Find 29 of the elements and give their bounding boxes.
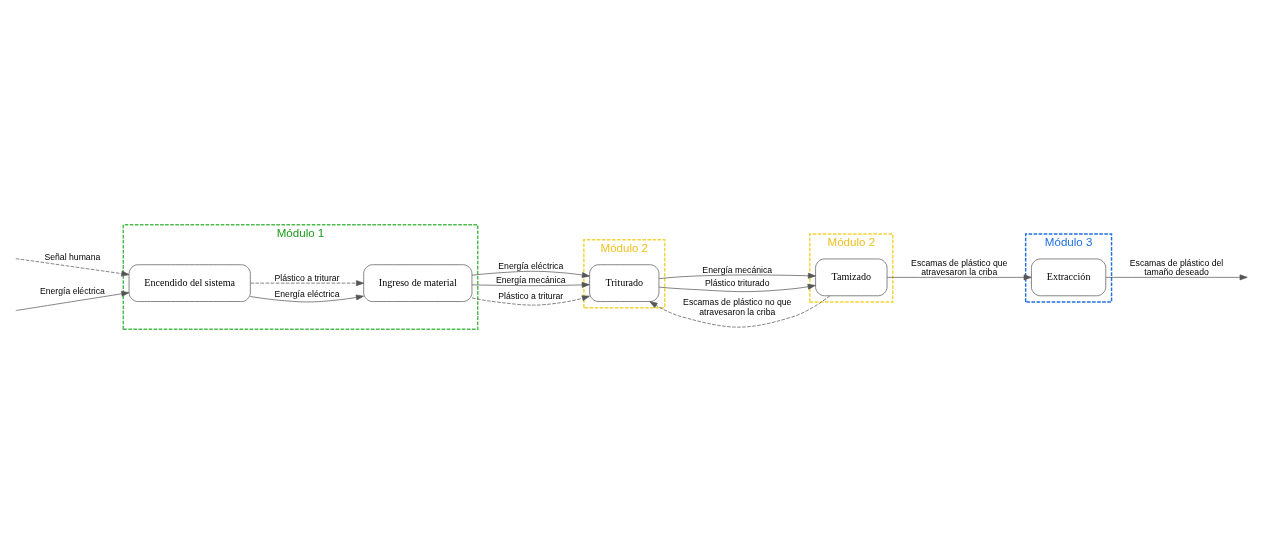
edge-label: Plástico a triturar: [498, 290, 564, 301]
edge-label: Señal humana: [44, 251, 101, 262]
edge-label: Plástico triturado: [705, 277, 770, 288]
arrow: [1105, 273, 1248, 280]
edge-label: Energía mecánica: [702, 264, 773, 275]
arrow: [250, 294, 364, 302]
node-box: Encendido del sistema: [128, 263, 251, 302]
arrow: [471, 294, 590, 305]
edge-label: Energía eléctrica: [498, 260, 564, 271]
arrow: [250, 279, 364, 286]
edge-label: Energía mecánica: [495, 274, 566, 285]
edge-label: Energía eléctrica: [274, 288, 340, 299]
node-box: Triturado: [589, 263, 660, 302]
arrow: [658, 272, 816, 279]
edge-label: Energía eléctrica: [39, 285, 105, 296]
arrow: [15, 257, 130, 276]
arrow: [471, 281, 590, 288]
edge-label: Escamas de plástico que atravesaron la criba: [911, 257, 1008, 277]
arrow: [658, 283, 816, 292]
edge-label: Escamas de plástico no que atravesaron la criba: [683, 296, 792, 317]
arrow: [471, 270, 590, 278]
edge-label: Plástico a triturar: [274, 272, 340, 283]
node-box: Tamizado: [815, 258, 888, 296]
edge-label: Escamas de plástico del tamaño deseado: [1129, 257, 1224, 277]
node-box: Ingreso de material: [363, 263, 473, 302]
arrow: [886, 273, 1032, 280]
arrow: [15, 290, 130, 311]
node-box: Extracción: [1031, 258, 1107, 296]
arrow: [649, 294, 831, 327]
